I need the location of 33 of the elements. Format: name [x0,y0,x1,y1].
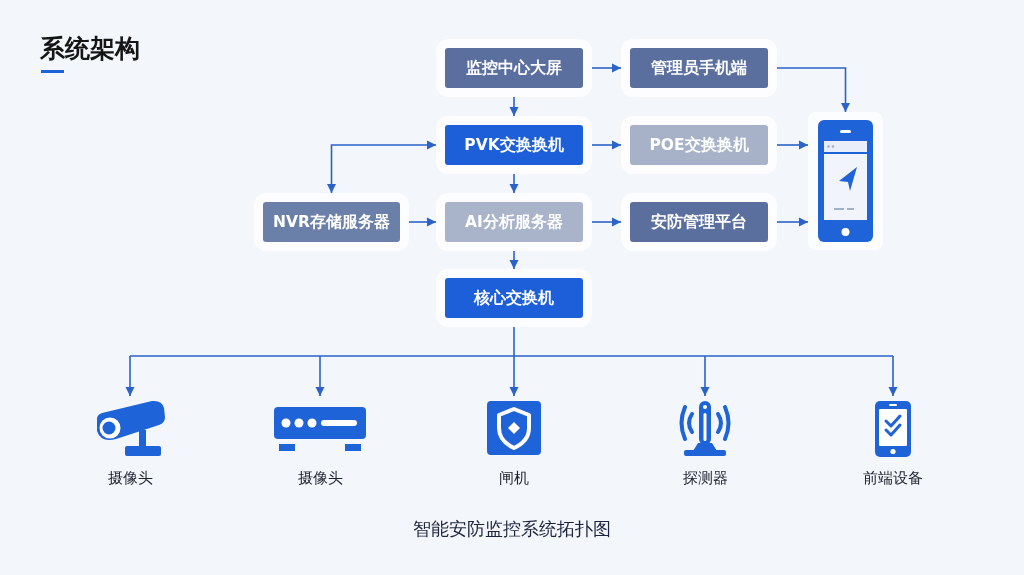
process-box: POE交换换机 [621,116,777,174]
arrow [776,67,850,113]
process-box: 管理员手机端 [621,39,777,97]
process-box: PVK交换换机 [436,116,592,174]
arrow [509,250,519,270]
arrow [776,217,809,227]
arrow [315,355,325,397]
arrow [700,355,710,397]
arrow [591,63,622,73]
arrow [591,217,622,227]
process-box: 核心交换机 [436,269,592,327]
process-box: 监控中心大屏 [436,39,592,97]
arrow [408,217,437,227]
process-box: 安防管理平台 [621,193,777,251]
phone-icon [808,112,883,250]
device-label: 摄像头 [107,468,153,488]
device-label: 摄像头 [297,468,343,488]
device-label: 探测器 [682,468,728,488]
device-label: 闸机 [499,468,529,488]
process-box: AI分析服务器 [436,193,592,251]
arrow [776,140,809,150]
arrow [509,96,519,117]
title: 系统架构 [40,33,140,65]
caption: 智能安防监控系统拓扑图 [413,517,611,541]
arrow [888,355,898,397]
arrow [509,173,519,194]
device-label: 前端设备 [863,468,923,488]
arrow [509,355,519,397]
process-box: NVR存储服务器 [254,193,409,251]
arrow [125,355,135,397]
connector-line [129,326,894,357]
arrow [327,140,437,194]
arrow [591,140,622,150]
